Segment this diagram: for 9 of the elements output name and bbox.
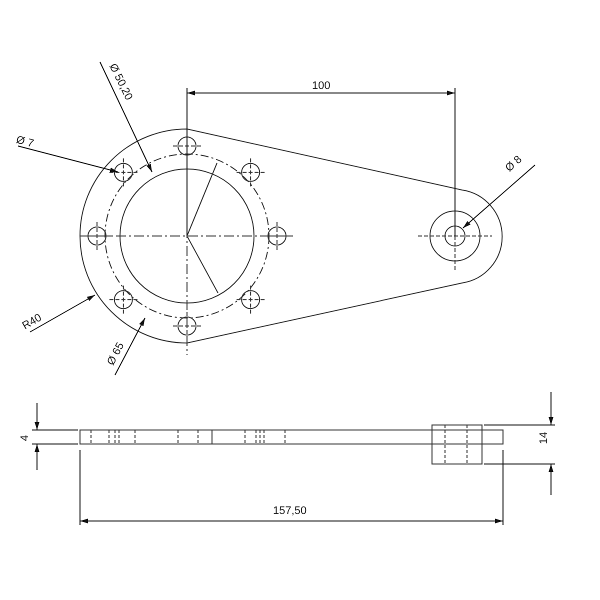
dimension-text: 4 [19, 434, 32, 442]
dimension-text: 100 [312, 80, 330, 92]
dimension-text: R40 [20, 312, 44, 332]
dimension-text: 14 [538, 432, 550, 444]
dimension-text: Ø 8 [503, 154, 524, 174]
dimension-text: Ø 65 [105, 340, 127, 368]
dimension-text: 157,50 [273, 505, 307, 517]
dimension-text: Ø 7 [14, 134, 35, 150]
dimension-text: Ø 50,20 [106, 62, 135, 102]
